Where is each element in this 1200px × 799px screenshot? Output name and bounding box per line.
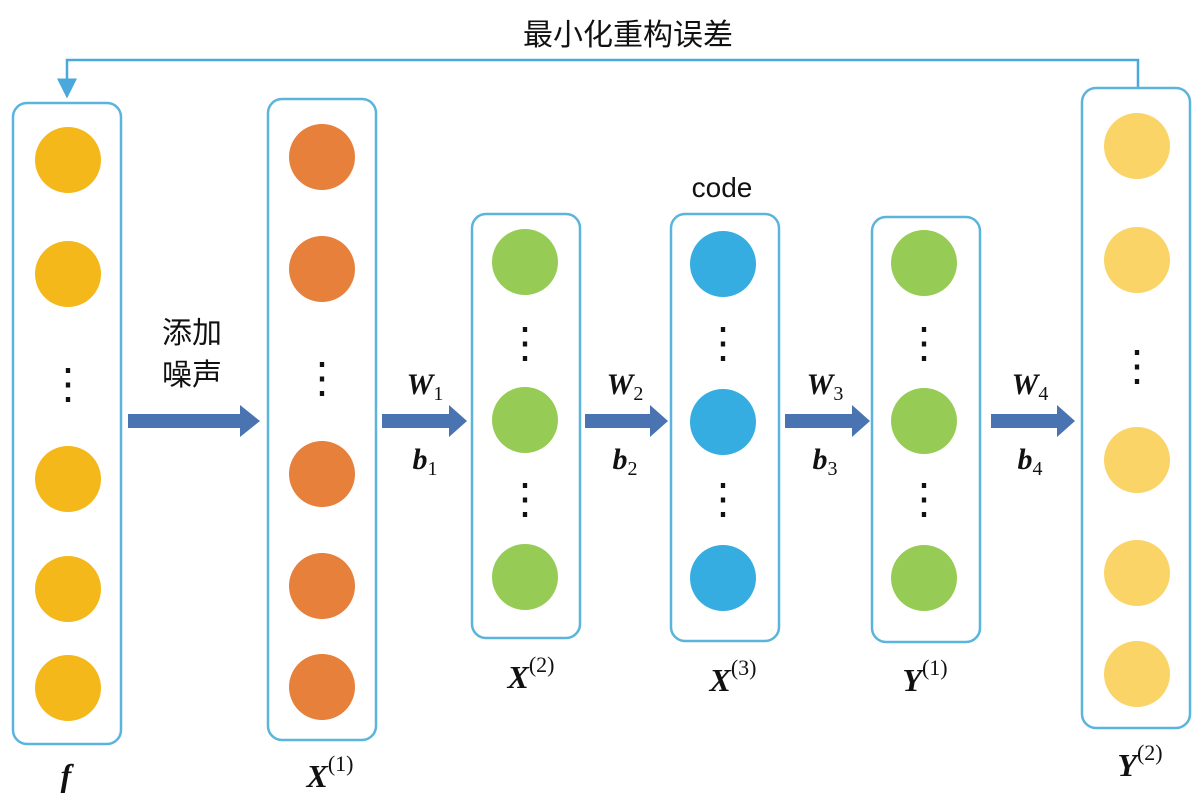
node-x3-2 (690, 389, 756, 455)
layer-label-f: f (61, 757, 75, 793)
ellipsis-y2: ⋮ (1116, 344, 1158, 390)
node-x2-3 (492, 544, 558, 610)
noise-arrow (128, 405, 260, 437)
bias-label-1: b1 (413, 443, 438, 480)
node-x2-2 (492, 387, 558, 453)
node-x1-3 (289, 441, 355, 507)
node-f-1 (35, 127, 101, 193)
node-x2-1 (492, 229, 558, 295)
node-x1-5 (289, 654, 355, 720)
layer-label-x2: X(2) (507, 652, 555, 695)
arrow-1 (382, 405, 467, 437)
layer-label-y1: Y(1) (902, 655, 947, 698)
ellipsis-x3-1: ⋮ (702, 321, 744, 367)
arrow-4 (991, 405, 1075, 437)
node-y2-1 (1104, 113, 1170, 179)
node-x1-1 (289, 124, 355, 190)
feedback-line (57, 58, 1140, 99)
node-x1-2 (289, 236, 355, 302)
arrow-2 (585, 405, 668, 437)
node-y1-1 (891, 230, 957, 296)
noise-label-line2: 噪声 (162, 358, 222, 393)
arrow-3 (785, 405, 870, 437)
layer-box-x3 (669, 212, 781, 643)
bias-label-2: b2 (613, 443, 638, 480)
noise-label-line1: 添加 (162, 316, 222, 351)
node-x1-4 (289, 553, 355, 619)
bias-label-3: b3 (813, 443, 838, 480)
node-y2-4 (1104, 540, 1170, 606)
node-y2-5 (1104, 641, 1170, 707)
weight-label-4: W4 (1012, 368, 1049, 405)
node-f-4 (35, 556, 101, 622)
node-y1-3 (891, 545, 957, 611)
node-y2-3 (1104, 427, 1170, 493)
ellipsis-x3-2: ⋮ (702, 477, 744, 523)
node-f-5 (35, 655, 101, 721)
layer-box-f (11, 101, 123, 746)
ellipsis-x1: ⋮ (301, 356, 343, 402)
layer-box-y2 (1080, 86, 1192, 730)
layer-box-y1 (870, 215, 982, 644)
layer-box-x2 (470, 212, 582, 640)
ellipsis-x2-1: ⋮ (504, 321, 546, 367)
title: 最小化重构误差 (523, 18, 733, 53)
node-y1-2 (891, 388, 957, 454)
ellipsis-y1-1: ⋮ (903, 321, 945, 367)
node-f-3 (35, 446, 101, 512)
weight-label-3: W3 (807, 368, 844, 405)
bias-label-4: b4 (1018, 443, 1043, 480)
node-x3-3 (690, 545, 756, 611)
weight-label-1: W1 (407, 368, 444, 405)
ellipsis-x2-2: ⋮ (504, 477, 546, 523)
code-label: code (692, 172, 753, 203)
weight-label-2: W2 (607, 368, 644, 405)
node-f-2 (35, 241, 101, 307)
node-y2-2 (1104, 227, 1170, 293)
ellipsis-f: ⋮ (47, 362, 89, 408)
layer-label-x1: X(1) (306, 751, 354, 794)
ellipsis-y1-2: ⋮ (903, 477, 945, 523)
layer-label-y2: Y(2) (1117, 740, 1162, 783)
layer-label-x3: X(3) (709, 655, 757, 698)
layer-box-x1 (266, 97, 378, 742)
node-x3-1 (690, 231, 756, 297)
